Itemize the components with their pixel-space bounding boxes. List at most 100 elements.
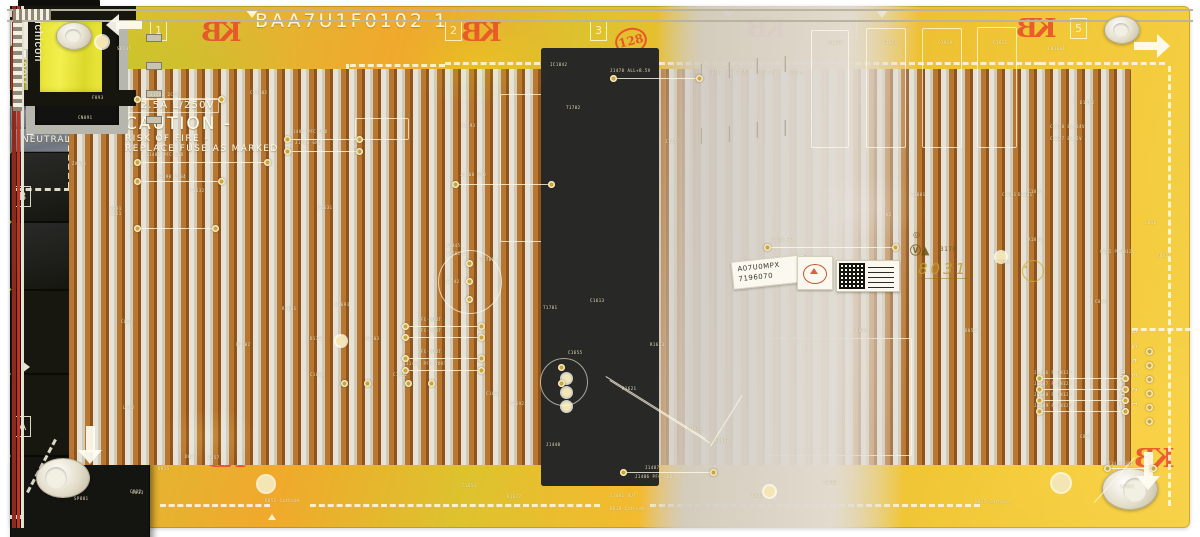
mounting-hole-top-left bbox=[56, 22, 92, 50]
direction-arrow-left bbox=[106, 14, 142, 36]
rohs-symbol-glyph: ✖ bbox=[1024, 264, 1029, 271]
silkscreen-designator: D855-Cathode bbox=[265, 498, 300, 503]
silkscreen-designator: J1487 bbox=[645, 465, 660, 470]
silkscreen-designator: R1802 bbox=[1028, 237, 1043, 242]
silkscreen-designator: C1819 bbox=[938, 40, 953, 45]
eac-mark-icon: ◎ bbox=[913, 230, 920, 239]
silkscreen-designator: L851 bbox=[110, 211, 122, 216]
silkscreen-designator: C855 bbox=[1095, 299, 1107, 304]
silkscreen-designator: PFC-VOUT bbox=[418, 328, 442, 333]
test-pad-circle bbox=[438, 250, 502, 314]
silkscreen-designator: C854 bbox=[1080, 434, 1092, 439]
silkscreen-designator: T1702 bbox=[566, 105, 581, 110]
silkscreen-designator: D1701 bbox=[310, 336, 325, 341]
silkscreen-designator: C851 P-ON12V bbox=[1100, 249, 1135, 254]
white-label-line1: A07U0MPX bbox=[737, 260, 781, 274]
ground-eyelet-left bbox=[36, 458, 90, 498]
silkscreen-designator: D831 bbox=[752, 493, 764, 498]
silk-outline bbox=[811, 30, 849, 148]
silkscreen-designator: D1802 bbox=[1080, 100, 1095, 105]
silkscreen-designator: CN1801 bbox=[1048, 46, 1066, 51]
silkscreen-designator: C1893 bbox=[995, 259, 1010, 264]
ink-date-code: 8031 bbox=[918, 260, 969, 279]
silkscreen-designator: R891 bbox=[110, 206, 122, 211]
silkscreen-designator: C832 bbox=[130, 489, 142, 494]
silkscreen-designator: CN9402 bbox=[250, 90, 268, 95]
silkscreen-designator: C1821 bbox=[993, 40, 1008, 45]
silkscreen-designator: J1488 P-ON12V bbox=[1034, 392, 1072, 397]
silkscreen-designator: D831 bbox=[185, 454, 197, 459]
silkscreen-designator: PFC-VOUT bbox=[418, 349, 442, 354]
silkscreen-designator: C1654 bbox=[462, 483, 477, 488]
silkscreen-designator: C1891 bbox=[1002, 192, 1017, 197]
silkscreen-designator: D1801 bbox=[1018, 192, 1033, 197]
silkscreen-designator: J1486 PFC-GND bbox=[635, 474, 673, 479]
silkscreen-designator: T1631 bbox=[318, 205, 333, 210]
silkscreen-designator: J1488 2C06 bbox=[150, 92, 180, 97]
silk-outline bbox=[866, 28, 906, 148]
silkscreen-designator: C1593 bbox=[461, 123, 476, 128]
silkscreen-designator: C1820 bbox=[883, 40, 898, 45]
silkscreen-designator: J1490 2C04 bbox=[157, 174, 187, 179]
silkscreen-designator: RCN82 bbox=[715, 438, 730, 443]
ul-file-number: 3170 bbox=[940, 246, 957, 253]
silkscreen-designator: C1857 bbox=[1028, 189, 1043, 194]
silkscreen-designator: J1487 P-ON12V bbox=[1034, 381, 1072, 386]
silkscreen-designator: T1701-6 bbox=[480, 257, 501, 262]
silkscreen-designator: ZA891 bbox=[72, 161, 87, 166]
silk-outline bbox=[922, 28, 962, 148]
silkscreen-designator: L852 bbox=[123, 405, 135, 410]
ul-mark-icon: Ⓥ▲ bbox=[910, 244, 930, 257]
silkscreen-designator: C856 bbox=[1145, 220, 1157, 225]
silkscreen-designator: C1881 bbox=[911, 192, 926, 197]
silkscreen-designator: C1755 bbox=[789, 70, 804, 75]
silkscreen-designator: C1877 BL+5V bbox=[1050, 136, 1082, 141]
silkscreen-designator: J1489 P-ON12V bbox=[1034, 403, 1072, 408]
silkscreen-designator: T1632 bbox=[190, 188, 205, 193]
silkscreen-designator: C851 bbox=[121, 319, 133, 324]
silkscreen-designator: CN851 bbox=[1157, 253, 1172, 258]
via-hole bbox=[996, 252, 1006, 262]
silkscreen-designator: J1476 H2 bbox=[770, 237, 794, 242]
silkscreen-designator: C1621 bbox=[310, 372, 325, 377]
silkscreen-designator: D857 bbox=[208, 455, 220, 460]
silkscreen-designator: D818-Cathode bbox=[610, 506, 645, 511]
silkscreen-designator: D853 bbox=[965, 328, 977, 333]
silkscreen-designator: C1692 bbox=[510, 401, 525, 406]
test-pad-circle bbox=[540, 358, 588, 406]
silkscreen-designator: C1752 bbox=[708, 70, 723, 75]
silkscreen-designator: T1701-2 bbox=[446, 251, 467, 256]
silkscreen-designator: SP881 bbox=[1120, 484, 1135, 489]
silkscreen-designator: C1753 bbox=[735, 70, 750, 75]
silkscreen-designator: T1701 bbox=[543, 305, 558, 310]
silkscreen-designator: D1703 bbox=[365, 336, 380, 341]
mounting-hole-top-right bbox=[1104, 16, 1140, 44]
pcb-board: 1 2 3 4 5 B A BAA7U1F0102 1 128 bbox=[7, 0, 1200, 537]
silkscreen-designator: C1742 bbox=[445, 279, 460, 284]
tool-number-values: 1 2 3 4 5 6 bbox=[1131, 326, 1139, 406]
silkscreen-designator: J1487 bbox=[665, 139, 680, 144]
silkscreen-designator: H2 bbox=[886, 212, 892, 217]
silkscreen-designator: J1468 GND bbox=[460, 172, 487, 177]
via-hole bbox=[96, 36, 108, 48]
direction-arrow-right bbox=[1134, 34, 1170, 58]
silkscreen-designator: J1440 bbox=[546, 442, 561, 447]
silkscreen-designator: J1466 GND bbox=[295, 140, 322, 145]
silkscreen-designator: R1621 bbox=[622, 386, 637, 391]
silkscreen-designator: J1445 bbox=[446, 243, 461, 248]
silkscreen-designator: D855 bbox=[158, 466, 170, 471]
silkscreen-designator: J1488 GND bbox=[1108, 461, 1135, 466]
silkscreen-designator: C833 bbox=[132, 490, 144, 495]
silkscreen-designator: R1622 bbox=[507, 494, 522, 499]
direction-arrow-down-left bbox=[78, 426, 102, 464]
silkscreen-designator: F893 bbox=[92, 95, 104, 100]
warning-triangle-icon bbox=[810, 268, 818, 274]
via-hole bbox=[1052, 474, 1070, 492]
silkscreen-designator: D1702 bbox=[236, 342, 251, 347]
via-hole bbox=[562, 402, 571, 411]
silkscreen-designator: C1693 bbox=[335, 302, 350, 307]
silkscreen-designator: PFC-VOUT bbox=[418, 317, 442, 322]
silkscreen-designator: J1478 ALL+B.5V bbox=[610, 68, 651, 73]
silkscreen-designator: R1601 bbox=[282, 306, 297, 311]
